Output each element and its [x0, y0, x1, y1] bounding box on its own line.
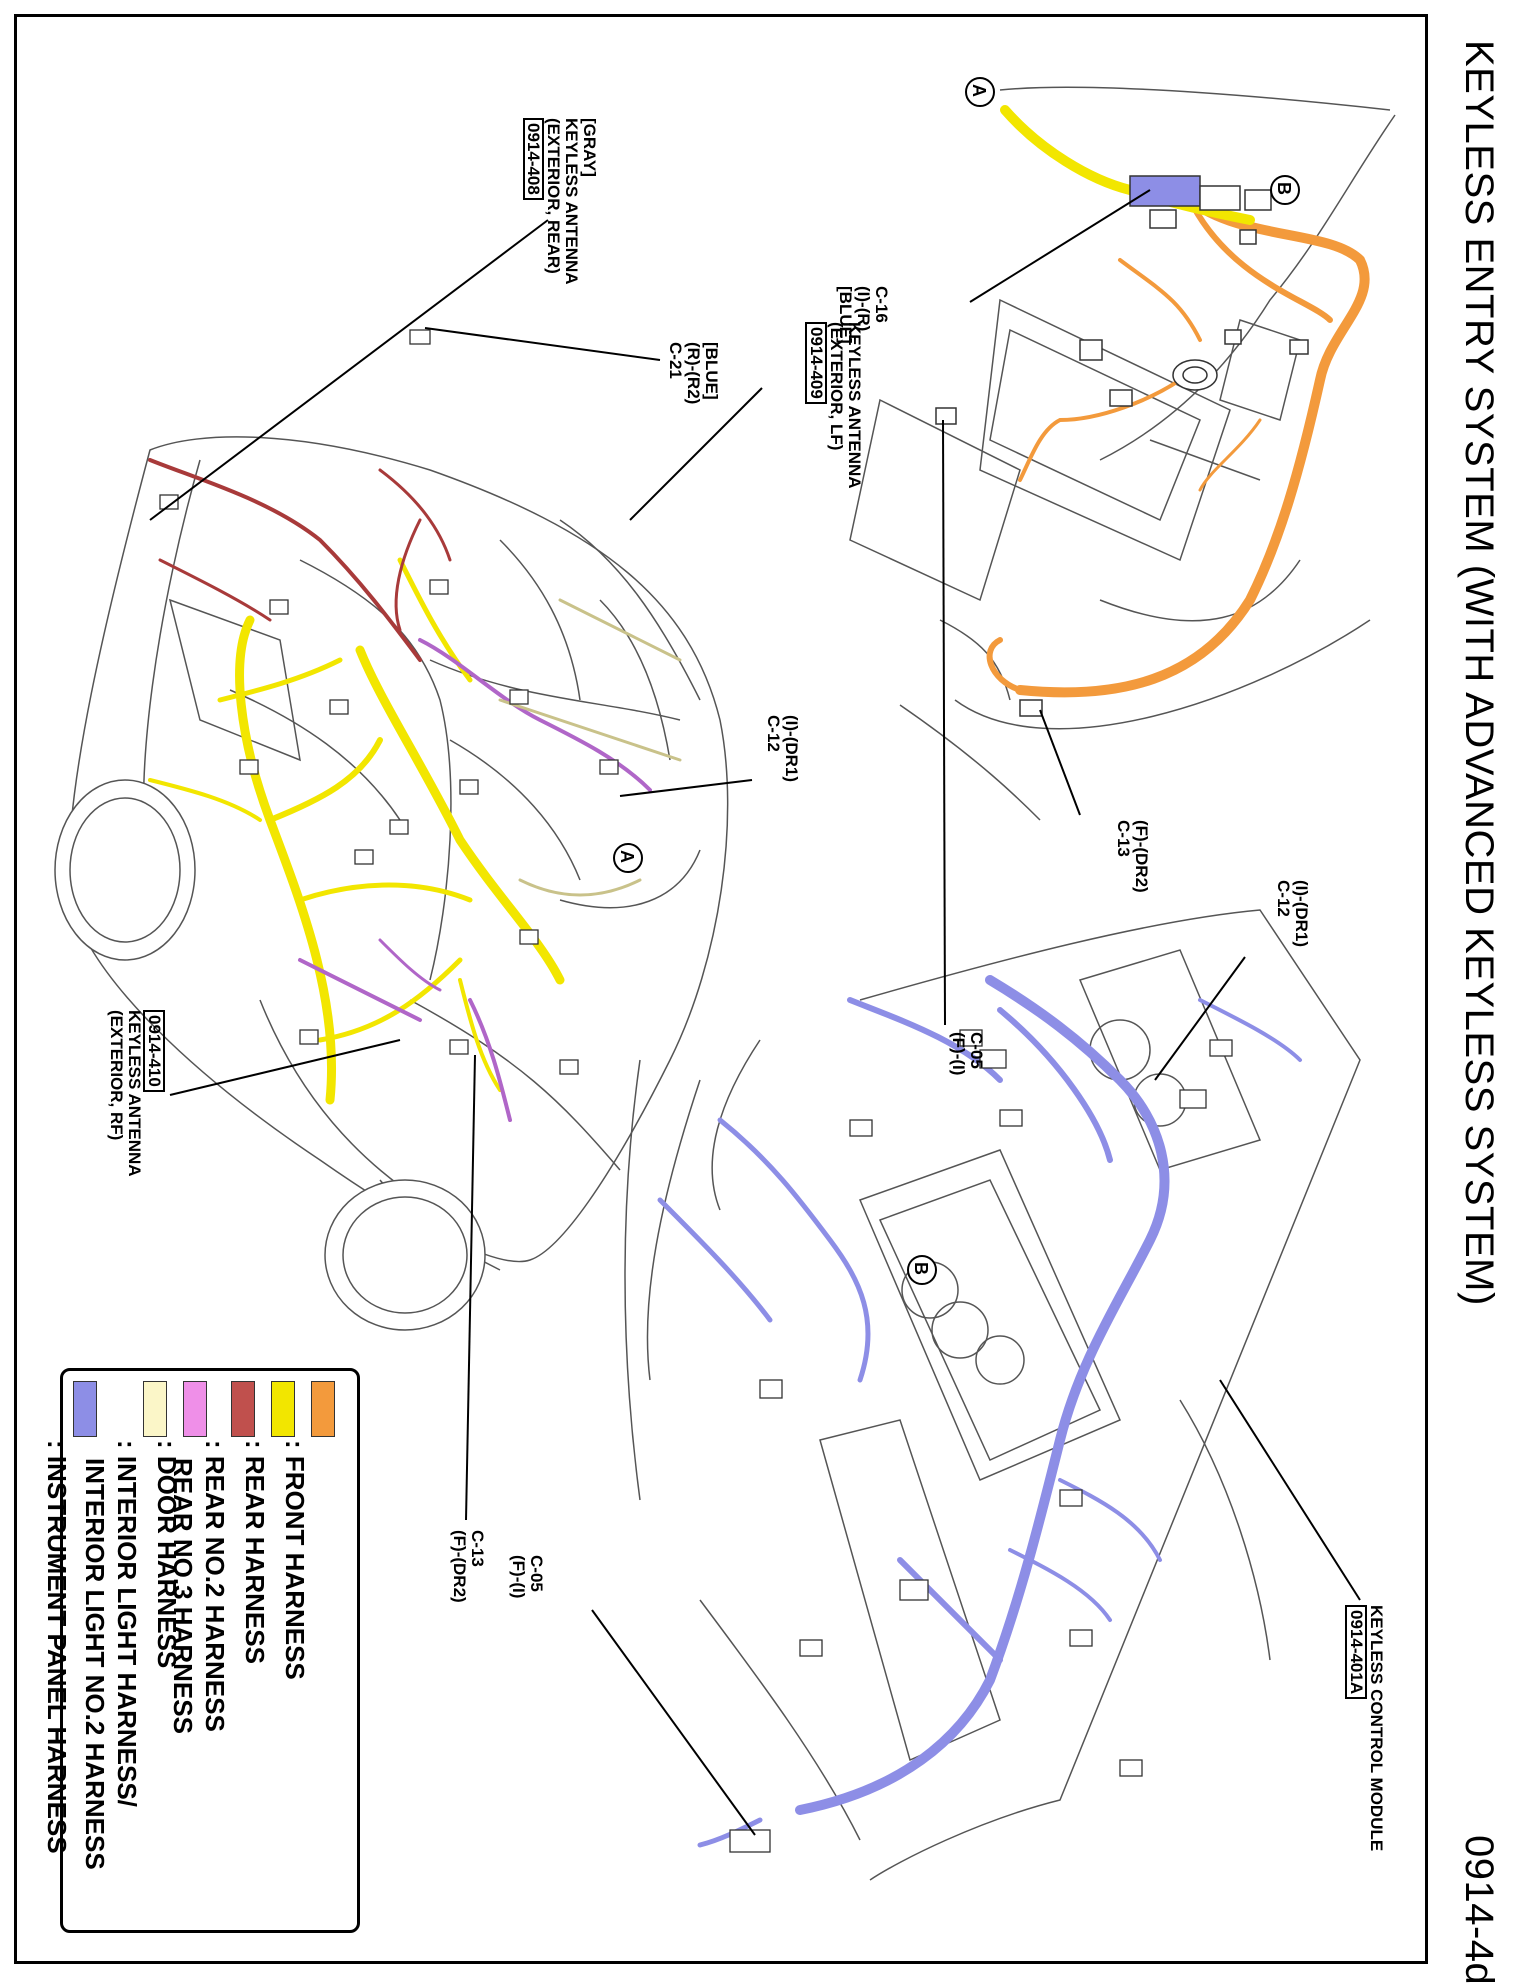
front-connectors [935, 209, 1309, 717]
harness-legend [60, 1368, 360, 1933]
front-harness-wires [986, 195, 1370, 698]
c12-body-line2: C-12 [764, 715, 784, 752]
c21-line1: [BLUE] [702, 342, 721, 400]
marker-a-top: A [969, 84, 989, 97]
c05-panel-line1: C-05 [527, 1555, 546, 1592]
c05-panel-line2: (F)-(I) [509, 1555, 529, 1599]
rf-antenna-line2: (EXTERIOR, RF) [107, 1010, 127, 1141]
front-compartment-drawing [849, 86, 1396, 821]
label-rf-antenna: 0914-410 KEYLESS ANTENNA (EXTERIOR, RF) [107, 1010, 165, 1177]
gray-rear-code-box: 0914-408 [522, 118, 545, 200]
instrument-panel-harness [657, 975, 1302, 1848]
legend-text-rear2: : REAR NO.2 HARNESS [200, 1440, 230, 1732]
rf-antenna-code-box: 0914-410 [143, 1010, 165, 1092]
legend-swatch-rear [271, 1381, 295, 1437]
c05-front-line1: C-05 [967, 1032, 986, 1069]
legend-swatch-front [311, 1381, 335, 1437]
legend-text-rear: : REAR HARNESS [240, 1440, 270, 1664]
legend-text-front: : FRONT HARNESS [280, 1440, 310, 1680]
page-title: KEYLESS ENTRY SYSTEM (WITH ADVANCED KEYL… [1457, 40, 1501, 1306]
label-c16: C-16 (I)-(R) [BLUE] [836, 286, 891, 344]
car-door-harness [298, 638, 652, 1122]
c21-line3: C-21 [666, 342, 686, 379]
car-interior-harness [498, 598, 682, 897]
label-c12-panel: (I)-(DR1) C-12 [1274, 880, 1311, 948]
lf-antenna-line2: (EXTERIOR, LF) [827, 322, 847, 451]
c16-connector-cluster [1129, 175, 1272, 211]
page-code: 0914-4d [1457, 1835, 1501, 1985]
label-c05-front: C-05 (F)-(I) [949, 1032, 986, 1076]
car-rear2-harness [148, 458, 452, 662]
c05-front-line2: (F)-(I) [949, 1032, 969, 1076]
label-c13-body: C-13 (F)-(DR2) [450, 1530, 487, 1603]
c13-body-line2: (F)-(DR2) [450, 1530, 470, 1603]
c12-body-line1: (I)-(DR1) [782, 715, 801, 783]
keyless-module-code-box: 0914-401A [1345, 1605, 1368, 1700]
legend-text-interior: : INTERIOR LIGHT HARNESS/ [112, 1440, 142, 1807]
c12-panel-line1: (I)-(DR1) [1292, 880, 1311, 948]
gray-rear-line1: [GRAY] [580, 118, 599, 177]
instrument-panel-drawing [624, 909, 1361, 1881]
c13-front-line1: (F)-(DR2) [1132, 820, 1151, 893]
legend-swatch-instrument [73, 1381, 97, 1437]
c12-panel-line2: C-12 [1274, 880, 1294, 917]
car-rear-harness [148, 557, 565, 1105]
label-keyless-control-module: KEYLESS CONTROL MODULE 0914-401A [1345, 1605, 1386, 1852]
marker-a-car: A [617, 850, 637, 863]
legend-text-interior2: INTERIOR LIGHT NO.2 HARNESS [80, 1458, 110, 1870]
marker-b-top: B [1274, 182, 1294, 195]
label-c05-panel: C-05 (F)-(I) [509, 1555, 546, 1599]
lf-antenna-code-box: 0914-409 [805, 322, 828, 404]
legend-text-door: : DOOR HARNESS [152, 1440, 182, 1669]
wheels [54, 779, 486, 1331]
instrument-panel-connectors [729, 1029, 1233, 1853]
c21-line2: (R)-(R2) [684, 342, 704, 405]
label-lf-antenna: KEYLESS ANTENNA (EXTERIOR, LF) 0914-409 [805, 322, 864, 489]
gray-rear-line3: (EXTERIOR, REAR) [544, 118, 564, 274]
lf-antenna-line1: KEYLESS ANTENNA [845, 322, 864, 489]
instrument-panel-gauges [901, 1019, 1187, 1385]
c16-line1: C-16 [872, 286, 891, 323]
gray-rear-line2: KEYLESS ANTENNA [562, 118, 582, 285]
label-c21: [BLUE] (R)-(R2) C-21 [666, 342, 721, 405]
marker-b-panel: B [911, 1262, 931, 1275]
circle-markers [613, 77, 1300, 1285]
c13-front-line2: C-13 [1114, 820, 1134, 857]
c13-body-line1: C-13 [468, 1530, 487, 1567]
car-connectors [159, 329, 619, 1075]
leader-lines [149, 189, 1361, 1836]
label-c13-front: (F)-(DR2) C-13 [1114, 820, 1151, 893]
keyless-module-line1: KEYLESS CONTROL MODULE [1367, 1605, 1386, 1852]
legend-swatch-door [183, 1381, 207, 1437]
legend-swatch-interior [143, 1381, 167, 1437]
c16-line3: [BLUE] [836, 286, 856, 344]
legend-text-instrument: : INSTRUMENT PANEL HARNESS [42, 1440, 72, 1854]
label-gray-rear-antenna: [GRAY] KEYLESS ANTENNA (EXTERIOR, REAR) … [522, 118, 599, 285]
label-c12-body: (I)-(DR1) C-12 [764, 715, 801, 783]
rf-antenna-line1: KEYLESS ANTENNA [125, 1010, 145, 1177]
legend-swatch-rear2 [231, 1381, 255, 1437]
c16-line2: (I)-(R) [854, 286, 874, 332]
